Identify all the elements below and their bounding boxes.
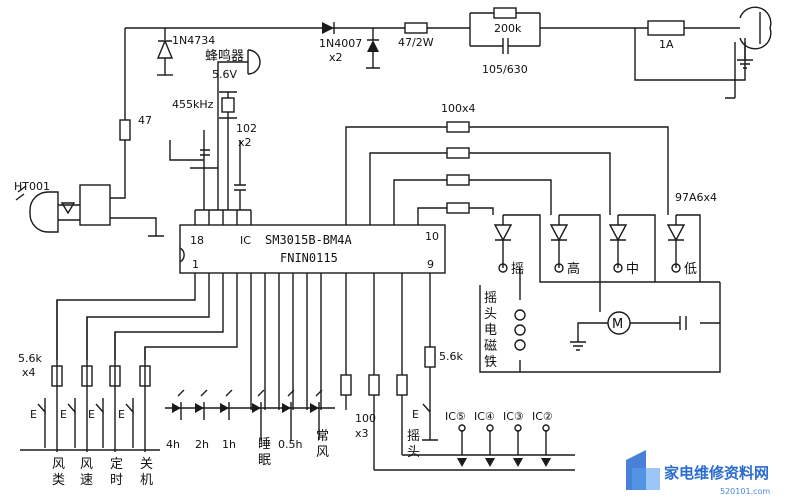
motor-label: M [612, 317, 623, 332]
watermark-url: 520101.com [720, 487, 770, 496]
swing-coil-char-5: 铁 [484, 355, 497, 370]
resistor-47-2w [404, 22, 428, 34]
diode-1n4007-shunt-icon [367, 40, 379, 52]
key-guanji-1: 关 [140, 457, 153, 472]
ir-receiver [15, 184, 164, 237]
led-label-normal-1: 常 [316, 429, 329, 444]
ic-name: IC [240, 234, 251, 247]
label-47: 47 [138, 114, 152, 127]
key-e-3: E [88, 408, 95, 421]
label-102: 102 [236, 122, 257, 135]
output-high: 高 [567, 261, 580, 277]
led-label-normal-2: 风 [316, 445, 329, 460]
resistor-47 [119, 119, 131, 141]
resistors-100x4 [446, 121, 669, 215]
resonator-455khz [221, 97, 235, 113]
label-100x3: 100 [355, 412, 376, 425]
key-switches [20, 367, 438, 451]
label-1n4007-qty: x2 [329, 51, 343, 64]
resistor-5-6k-yaotou [424, 346, 436, 368]
led-label-ic5: IC⑤ [445, 410, 466, 423]
led-label-sleep-1: 睡 [258, 437, 271, 452]
ic-pin-18: 18 [190, 234, 204, 247]
zener-diode-icon [156, 39, 174, 59]
output-mid: 中 [626, 262, 639, 277]
swing-coil-char-3: 电 [484, 323, 497, 338]
power-supply-section [110, 6, 772, 199]
ic-pin-10: 10 [425, 230, 439, 243]
key-e-2: E [60, 408, 67, 421]
led-label-0-5h: 0.5h [278, 438, 302, 451]
watermark-logo: 家电维修资料网 520101.com [626, 450, 770, 496]
label-buzzer-voltage: 5.6V [212, 68, 237, 81]
led-row-ic [340, 374, 575, 471]
watermark-brand: 家电维修资料网 [664, 464, 769, 482]
led-label-ic2: IC② [532, 410, 553, 423]
buzzer-section [169, 49, 261, 210]
key-guanji-2: 机 [140, 473, 153, 488]
ic-pin-9: 9 [427, 258, 434, 271]
key-yaotou-2: 头 [407, 445, 420, 460]
swing-coil-char-2: 头 [484, 307, 497, 322]
label-100x3-qty: x3 [355, 427, 369, 440]
triac-array [493, 214, 720, 283]
key-fenglei-1: 风 [52, 457, 65, 472]
led-label-2h: 2h [195, 438, 209, 451]
swing-coil-char-1: 摇 [484, 291, 497, 306]
key-dingshi-1: 定 [110, 457, 123, 472]
label-5-6k: 5.6k [439, 350, 463, 363]
buzzer-icon [247, 49, 261, 75]
key-fengsu-1: 风 [80, 457, 93, 472]
swing-coil-icon [514, 309, 526, 351]
swing-coil-char-4: 磁 [484, 339, 497, 354]
output-low: 低 [684, 262, 697, 277]
mains-plug-icon [739, 6, 772, 50]
motor-section [479, 268, 721, 373]
ic-sm3015b [179, 224, 446, 274]
key-e-4: E [118, 408, 125, 421]
led-label-4h: 4h [166, 438, 180, 451]
led-label-ic4: IC④ [474, 410, 495, 423]
output-swing: 摇 [511, 262, 524, 277]
resistor-200k [493, 7, 517, 19]
ic-bottom-pins [56, 273, 431, 452]
ic-code: FNIN0115 [280, 251, 338, 265]
label-1n4007: 1N4007 [319, 37, 362, 50]
label-100x4: 100x4 [441, 102, 476, 115]
key-fengsu-2: 速 [80, 473, 93, 488]
key-e-5: E [412, 408, 419, 421]
led-label-1h: 1h [222, 438, 236, 451]
ic-pin-1: 1 [192, 258, 199, 271]
label-1n4734: 1N4734 [172, 34, 215, 47]
label-5-6k-x4: 5.6k [18, 352, 42, 365]
fuse-1a [647, 20, 685, 36]
led-row-timer [165, 389, 335, 440]
label-47-2w: 47/2W [398, 36, 434, 49]
key-yaotou-1: 摇 [407, 429, 420, 444]
key-fenglei-2: 类 [52, 473, 65, 488]
label-1a: 1A [659, 38, 674, 51]
label-102-qty: x2 [238, 136, 252, 149]
key-dingshi-2: 时 [110, 473, 123, 488]
label-105-630: 105/630 [482, 63, 528, 76]
capacitor-102-a [200, 149, 210, 156]
label-97a6x4: 97A6x4 [675, 191, 717, 204]
key-e-1: E [30, 408, 37, 421]
capacitor-105-630 [502, 38, 509, 54]
resistors-5-6k-x4 [51, 346, 436, 387]
label-5-6k-x4-qty: x4 [22, 366, 36, 379]
diode-1n4007-icon [322, 22, 334, 34]
label-buzzer: 蜂鸣器 [205, 48, 244, 64]
label-200k: 200k [494, 22, 522, 35]
led-label-sleep-2: 眠 [258, 453, 271, 468]
motor-capacitor [679, 316, 687, 330]
ic-part: SM3015B-BM4A [265, 233, 352, 247]
label-ht001: HT001 [14, 180, 50, 193]
capacitor-102-b [234, 170, 246, 210]
led-label-ic3: IC③ [503, 410, 524, 423]
label-455khz: 455kHz [172, 98, 214, 111]
